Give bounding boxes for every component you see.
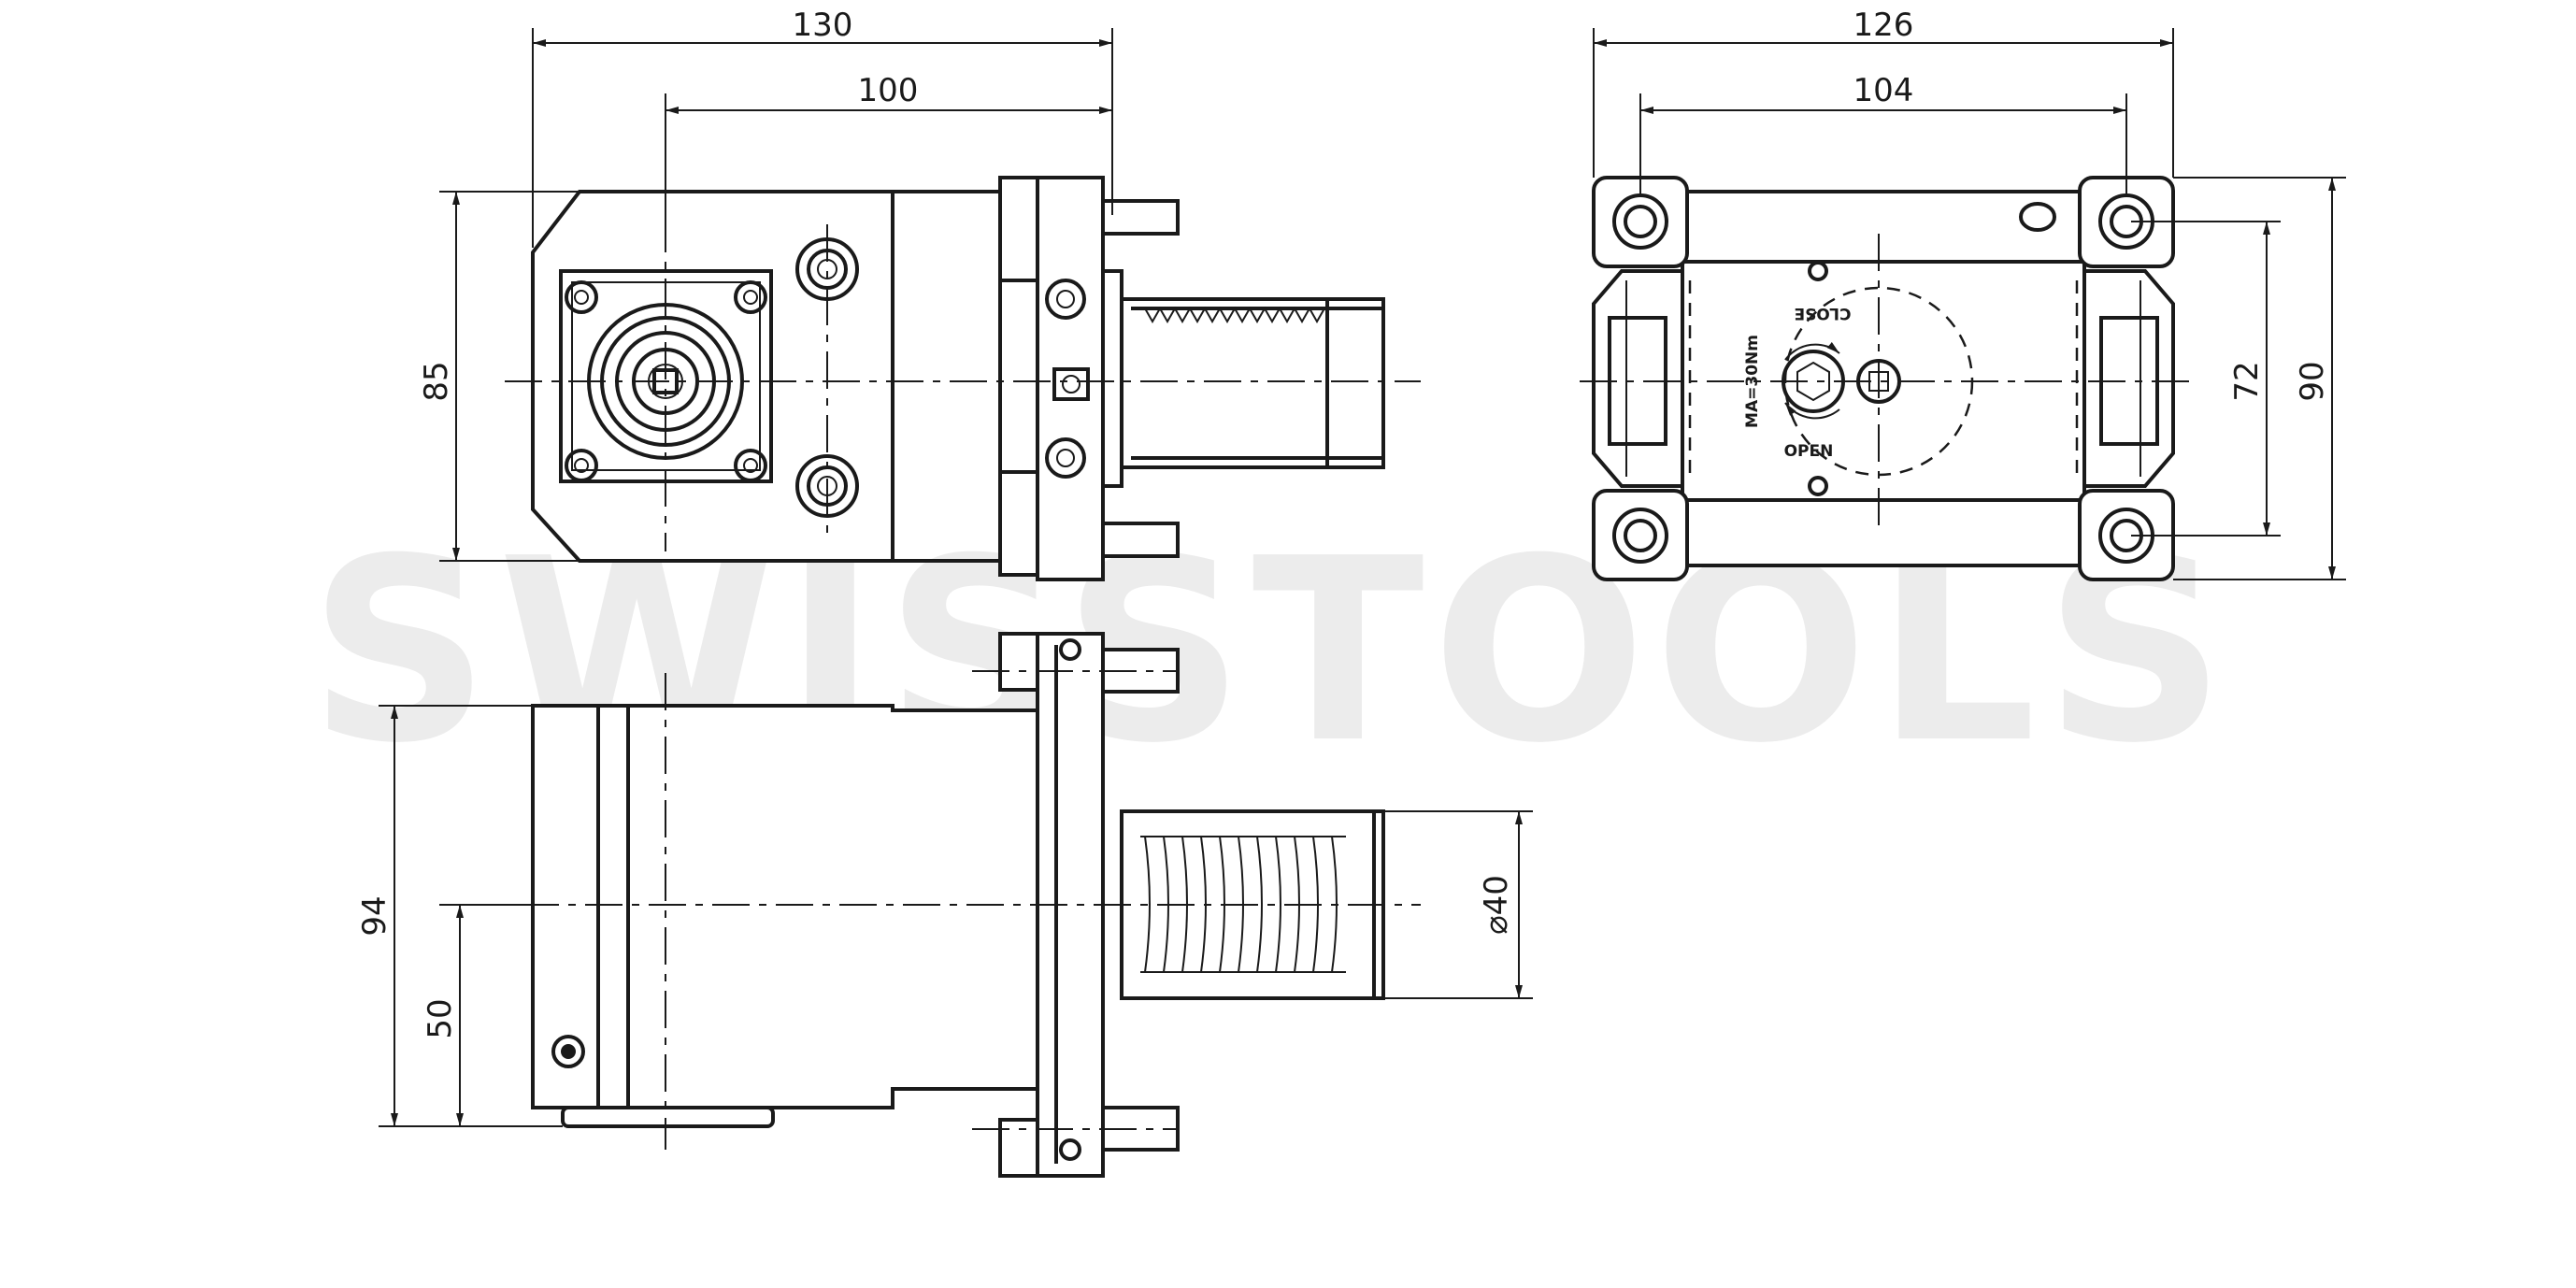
dim-front-height: 85 (418, 361, 455, 401)
top-dimensions: 94 50 ⌀40 (356, 705, 1533, 1127)
dim-side-overall-height: 90 (2294, 361, 2331, 401)
dim-top-overall-height: 94 (356, 895, 394, 936)
close-label: CLOSE (1794, 304, 1851, 322)
dim-top-axis-height: 50 (422, 998, 459, 1038)
front-dimensions: 130 100 85 (418, 7, 1113, 562)
dim-front-overall-width: 130 (793, 7, 853, 44)
torque-label: MA=30Nm (1743, 335, 1762, 428)
dim-front-flange-width: 100 (858, 72, 919, 109)
dim-side-overall-width: 126 (1853, 7, 1914, 44)
dim-side-inner-width: 104 (1853, 72, 1914, 109)
open-label: OPEN (1784, 442, 1834, 461)
dim-side-inner-height: 72 (2228, 361, 2266, 401)
side-view: CLOSE OPEN MA=30Nm (1580, 176, 2192, 581)
plate-screws (565, 280, 767, 482)
front-shank-thread (1144, 306, 1325, 324)
dim-shank-diameter: ⌀40 (1478, 875, 1515, 935)
top-view (458, 632, 1421, 1178)
side-dimensions: 126 104 72 90 (1593, 7, 2346, 580)
